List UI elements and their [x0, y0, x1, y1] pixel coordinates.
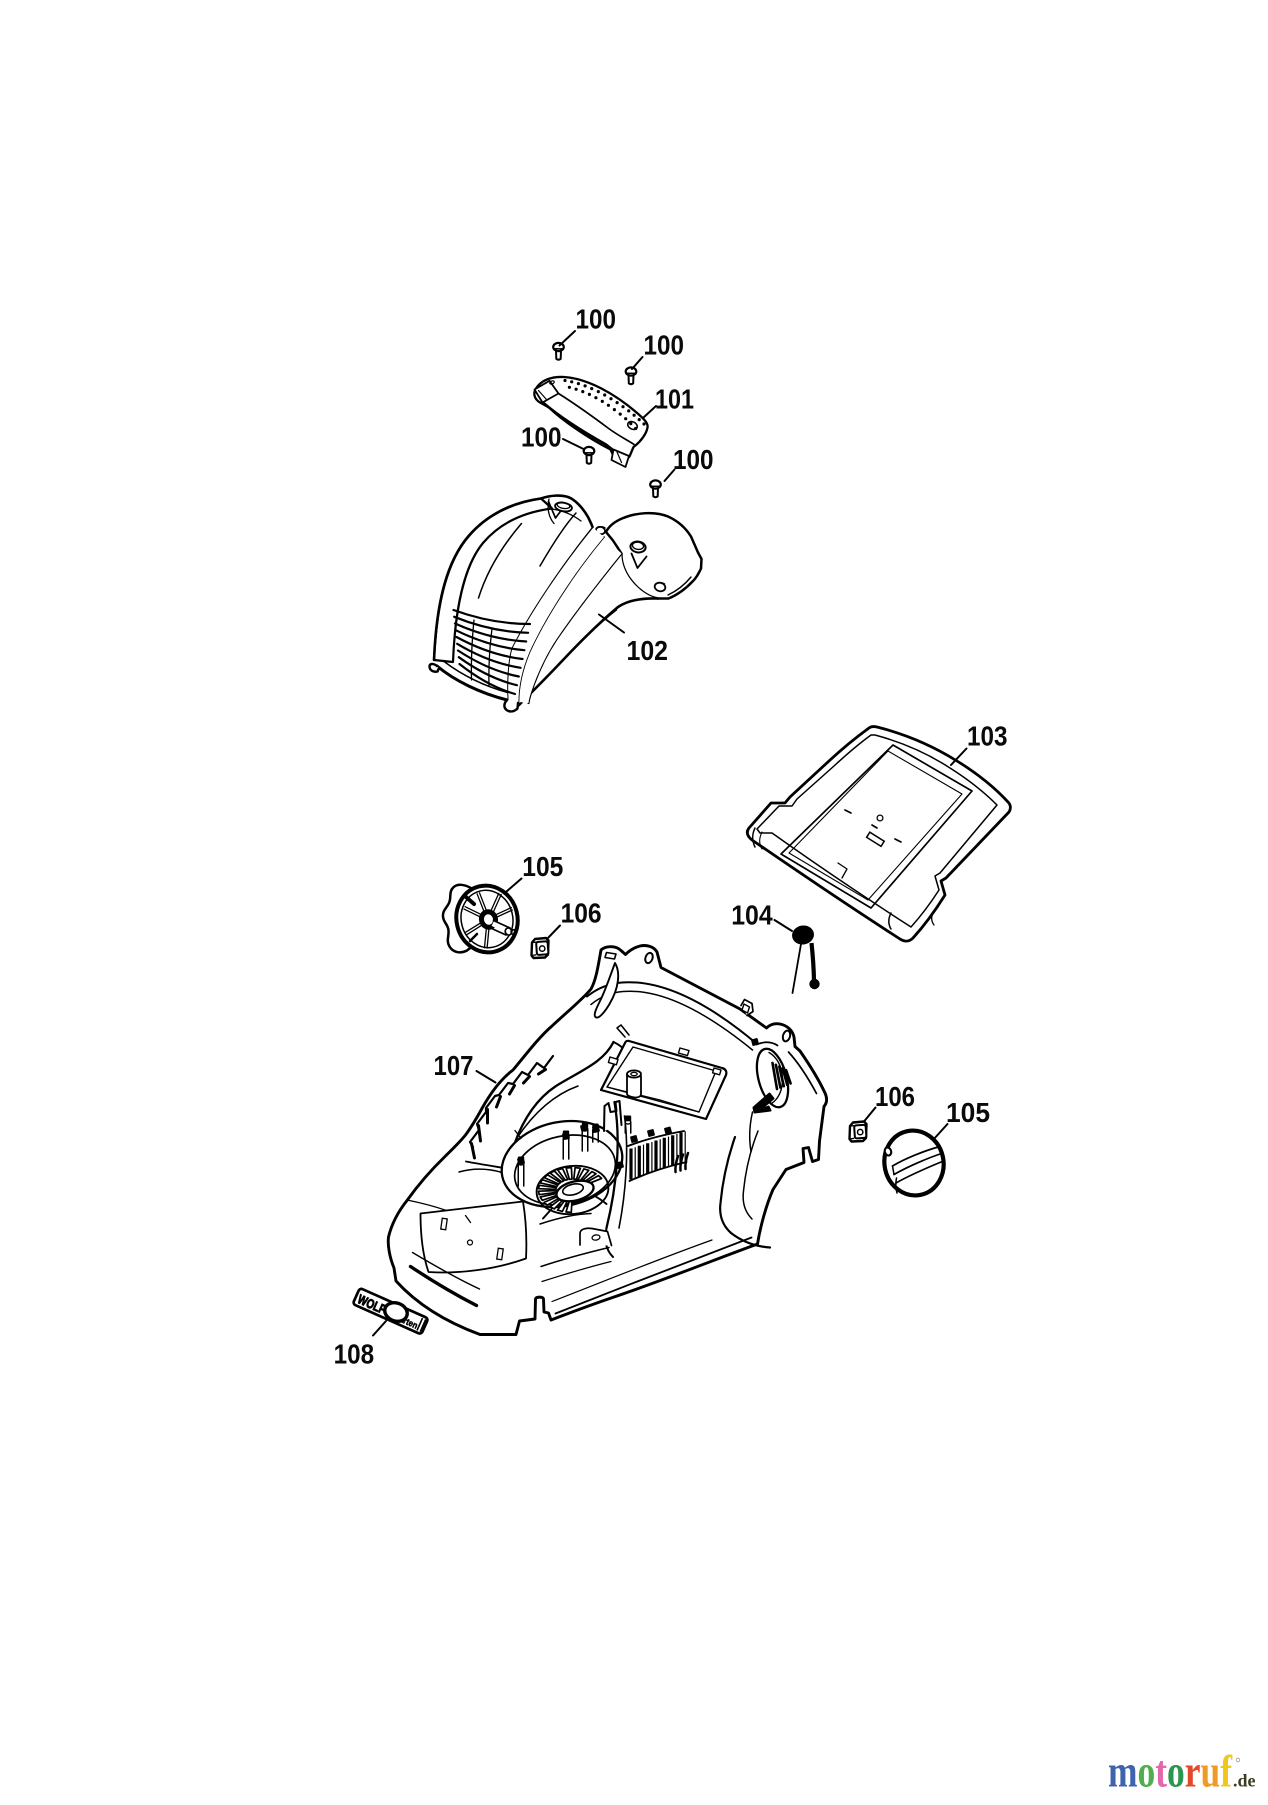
svg-text:106: 106	[561, 898, 602, 929]
svg-text:106: 106	[875, 1081, 915, 1112]
svg-text:102: 102	[627, 635, 669, 666]
svg-text:105: 105	[522, 851, 563, 882]
svg-text:101: 101	[655, 384, 694, 415]
svg-text:104: 104	[731, 900, 773, 931]
svg-text:107: 107	[434, 1050, 474, 1081]
svg-text:motoruf: motoruf	[1108, 1747, 1233, 1797]
svg-text:108: 108	[334, 1339, 375, 1370]
svg-text:100: 100	[644, 330, 685, 361]
svg-text:103: 103	[967, 721, 1008, 752]
svg-text:100: 100	[576, 304, 617, 335]
svg-text:100: 100	[521, 422, 562, 453]
svg-text:100: 100	[673, 444, 714, 475]
svg-text:105: 105	[946, 1097, 990, 1128]
svg-text:.de: .de	[1233, 1771, 1256, 1791]
